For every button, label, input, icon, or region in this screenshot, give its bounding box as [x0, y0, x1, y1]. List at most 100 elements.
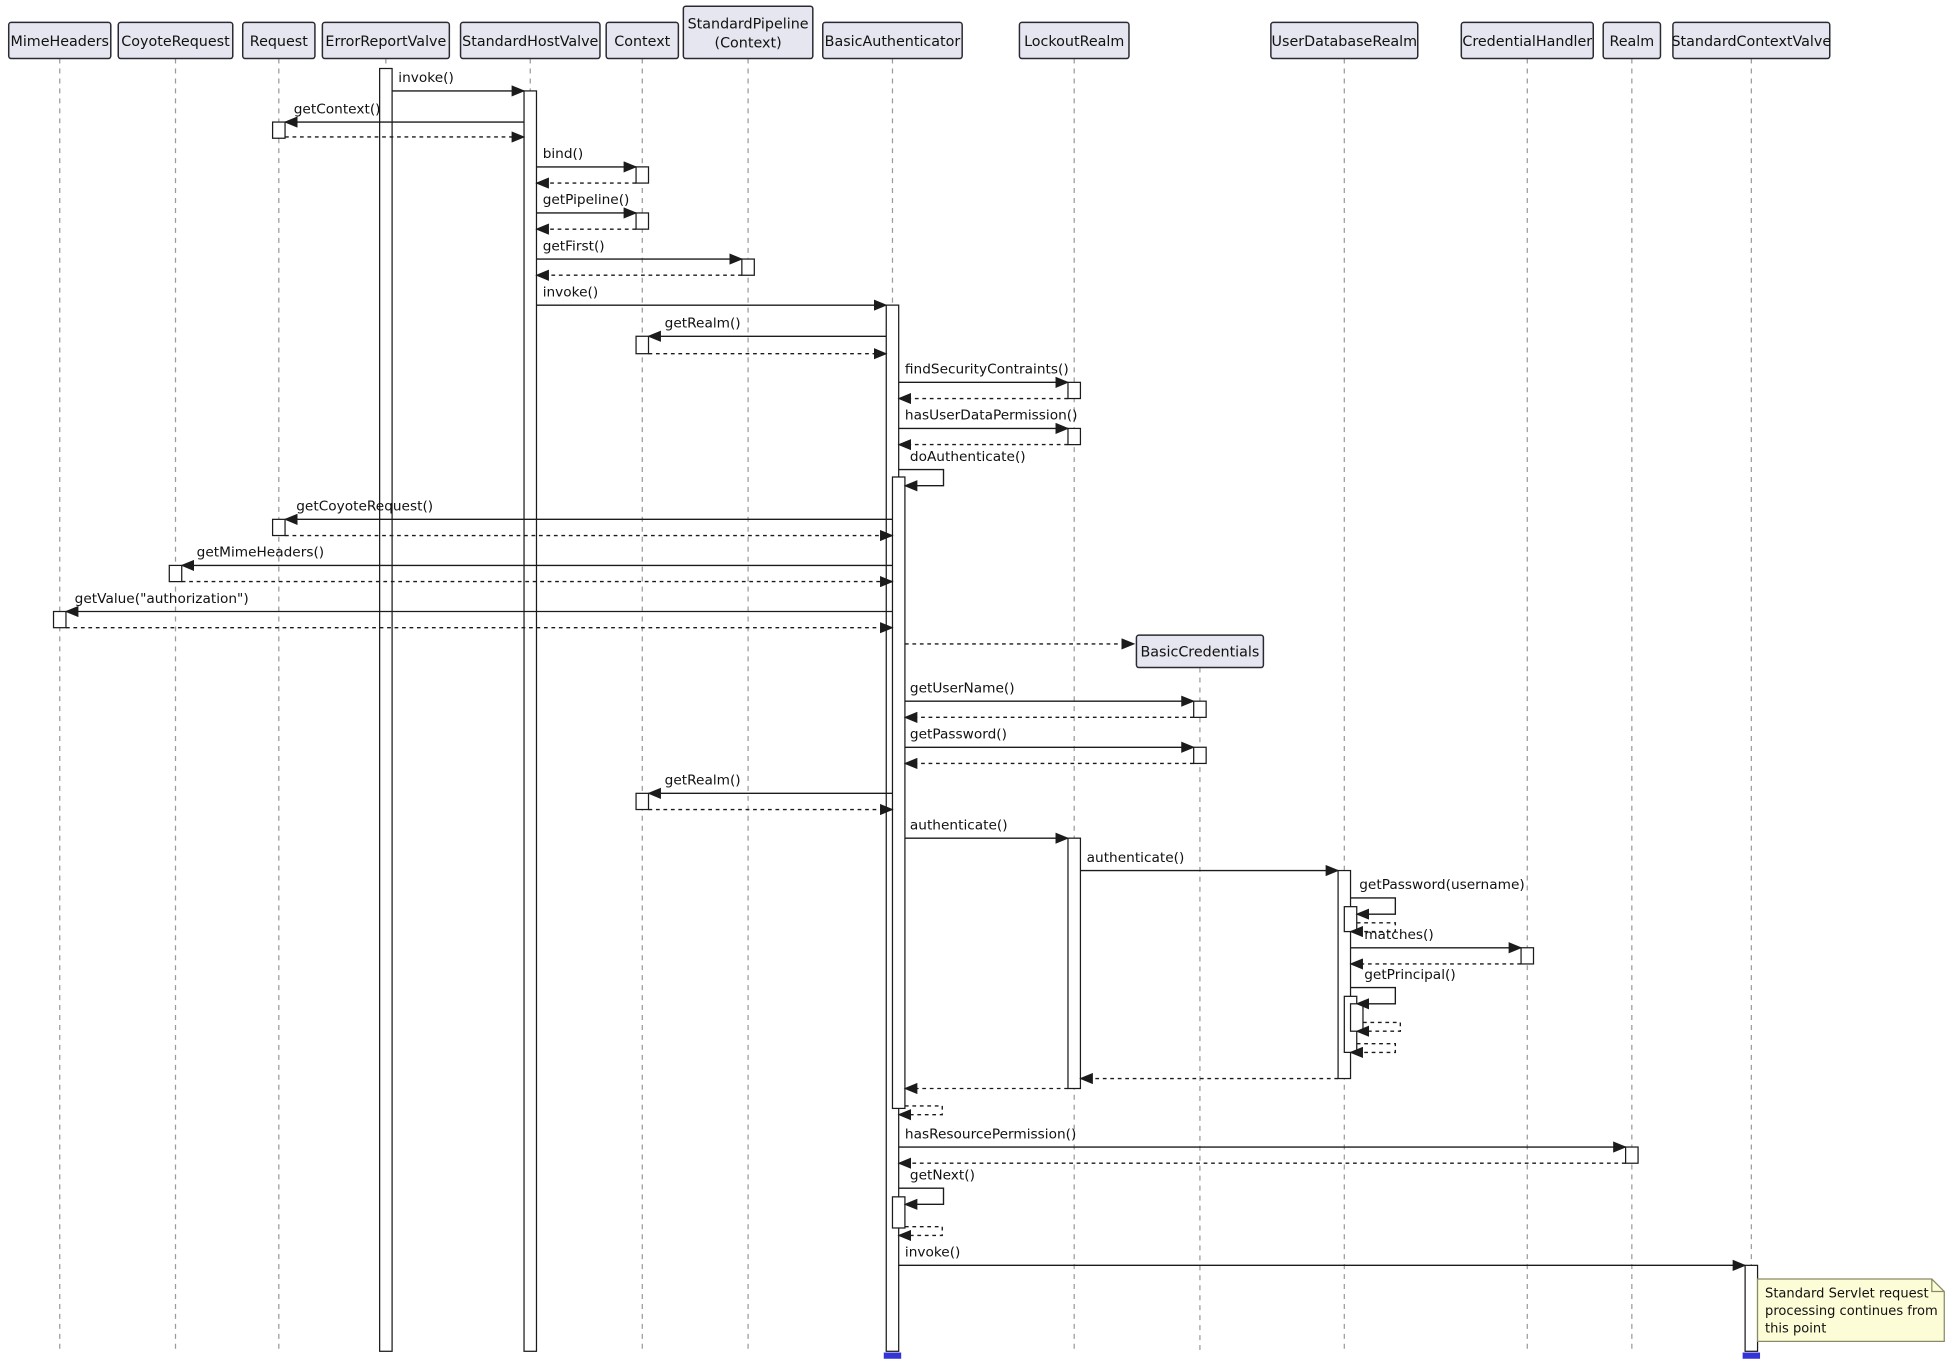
self-return-arrow [1349, 922, 1397, 938]
messages: invoke()getContext()bind()getPipeline()g… [64, 70, 1747, 1271]
clipped-activation-marker [883, 1352, 902, 1359]
message-label: getNext() [910, 1167, 975, 1183]
message-label: matches() [1364, 927, 1434, 943]
participant-credentialhandler [1460, 21, 1594, 60]
participant-lockoutrealm [1018, 21, 1130, 60]
message-getpassword-26: getPassword() [904, 727, 1195, 753]
message-label: getUserName() [910, 680, 1015, 696]
activation-request [271, 518, 286, 537]
message-label: authenticate() [910, 817, 1008, 833]
message-getcontext-1: getContext() [283, 101, 525, 128]
message-invoke-0: invoke() [392, 70, 526, 97]
message-label: invoke() [543, 284, 598, 300]
activation-context [635, 792, 650, 811]
participant-label-standardpipeline: StandardPipeline [688, 17, 809, 33]
message-hasuserdatapermission-14: hasUserDataPermission() [898, 408, 1078, 435]
message-getcoyoterequest-17: getCoyoteRequest() [283, 499, 893, 525]
participant-label-request: Request [250, 34, 308, 50]
participant-label-mimeheaders: MimeHeaders [10, 34, 109, 50]
activation-context [635, 166, 650, 184]
message-authenticate-31: authenticate() [1080, 850, 1340, 877]
self-return-arrow [1355, 1021, 1402, 1037]
activation-basiccredentials [1193, 700, 1207, 718]
participant-label-basiccredentials: BasicCredentials [1140, 644, 1259, 660]
activation-standardcontextvalve [1744, 1264, 1759, 1352]
activation-standardpipeline [741, 258, 755, 276]
participant-basicauthenticator [822, 21, 963, 60]
note-text-line: this point [1765, 1322, 1826, 1337]
participant-label-context: Context [614, 34, 670, 50]
participant-standardcontextvalve [1672, 21, 1831, 60]
activations [52, 67, 1759, 1352]
participant-mimeheaders [7, 21, 112, 60]
message-label: getPrincipal() [1364, 967, 1455, 983]
message-label: hasUserDataPermission() [905, 408, 1078, 424]
self-call-arrow [1350, 897, 1397, 920]
message-label: getRealm() [665, 316, 741, 332]
participant-label-userdatabaserealm: UserDatabaseRealm [1272, 34, 1418, 50]
self-call-arrow [898, 468, 945, 492]
participant-coyoterequest [117, 21, 234, 60]
message-getprincipal-36: getPrincipal() [1350, 967, 1456, 1010]
note: Standard Servlet request processing conti… [1756, 1278, 1945, 1342]
message-self-return-37 [1355, 1021, 1402, 1037]
activation-basiccredentials [1193, 746, 1207, 765]
note-text-line: Standard Servlet request [1765, 1287, 1929, 1302]
activation-errorreportvalve [379, 67, 393, 1352]
participant-label-standardcontextvalve: StandardContextValve [1671, 34, 1831, 50]
participant-userdatabaserealm [1270, 21, 1419, 60]
activation-lockoutrealm [1067, 427, 1082, 446]
message-getnext-44: getNext() [898, 1167, 975, 1210]
activation-userdatabaserealm-nested [1349, 1003, 1364, 1032]
message-label: getPipeline() [543, 192, 630, 208]
participant-label-standardhostvalve: StandardHostValve [462, 34, 598, 50]
message-authenticate-30: authenticate() [904, 817, 1070, 844]
message-label: doAuthenticate() [910, 449, 1026, 465]
message-findsecuritycontraints-12: findSecurityContraints() [898, 362, 1070, 388]
activation-basicauthenticator-nested [891, 476, 906, 1110]
participant-label-errorreportvalve: ErrorReportValve [325, 34, 446, 50]
message-label: invoke() [905, 1245, 960, 1261]
activation-context [635, 212, 650, 230]
message-label: getRealm() [665, 773, 741, 789]
activation-context [635, 335, 650, 355]
message-matches-34: matches() [1350, 927, 1523, 954]
clipped-activation-marker [1742, 1352, 1761, 1359]
message-label: hasResourcePermission() [905, 1126, 1076, 1142]
message-label: getPassword(username) [1359, 877, 1524, 893]
note-body [1756, 1278, 1945, 1342]
self-return-arrow [1349, 1042, 1397, 1058]
activation-basicauthenticator-nested [891, 1196, 906, 1229]
message-getusername-24: getUserName() [904, 680, 1195, 707]
message-label: findSecurityContraints() [905, 362, 1069, 378]
message-getpassword-username-32: getPassword(username) [1350, 877, 1525, 920]
participant-standardpipeline [682, 5, 814, 60]
message-label: getMimeHeaders() [197, 545, 324, 561]
participant-label-basicauthenticator: BasicAuthenticator [825, 34, 961, 50]
message-getvalue-authorization-21: getValue("authorization") [64, 591, 893, 618]
message-invoke-46: invoke() [898, 1245, 1747, 1271]
participant-standardhostvalve [459, 21, 601, 60]
participant-label-realm: Realm [1609, 34, 1654, 50]
participant-label-coyoterequest: CoyoteRequest [121, 34, 230, 50]
message-hasresourcepermission-42: hasResourcePermission() [898, 1126, 1627, 1153]
activation-request [271, 121, 286, 139]
message-getfirst-7: getFirst() [536, 238, 744, 265]
message-label: getCoyoteRequest() [296, 499, 433, 515]
message-label: getFirst() [543, 238, 605, 254]
message-label: getPassword() [910, 727, 1007, 743]
self-call-arrow [898, 1187, 945, 1210]
activation-coyoterequest [168, 564, 183, 583]
note-text-line: processing continues from [1765, 1304, 1938, 1319]
message-doauthenticate-16: doAuthenticate() [898, 449, 1026, 492]
participant-context [605, 21, 680, 60]
message-getrealm-10: getRealm() [647, 316, 887, 342]
participant-label-standardpipeline: (Context) [715, 35, 782, 51]
self-call-arrow [1350, 986, 1397, 1010]
message-getrealm-28: getRealm() [647, 773, 893, 799]
message-getmimeheaders-19: getMimeHeaders() [180, 545, 893, 572]
participant-errorreportvalve [321, 21, 451, 60]
participant-label-lockoutrealm: LockoutRealm [1024, 34, 1124, 50]
